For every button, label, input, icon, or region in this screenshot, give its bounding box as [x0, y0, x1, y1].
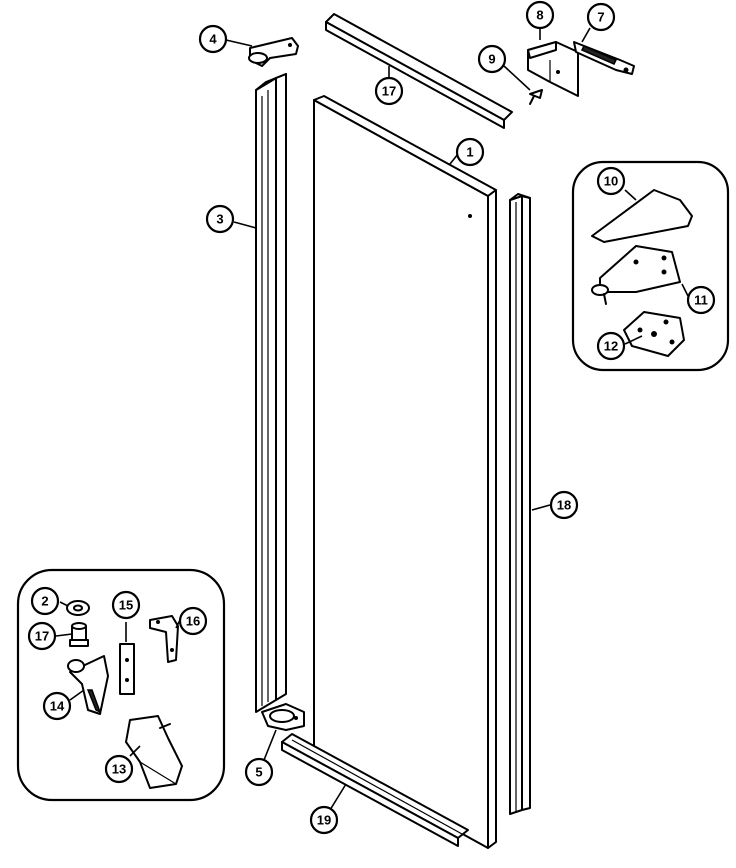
callout-14: 14	[42, 691, 72, 721]
cam-plate	[591, 245, 681, 305]
svg-text:2: 2	[41, 594, 48, 609]
svg-text:10: 10	[604, 174, 618, 189]
washer	[66, 600, 90, 616]
top-trim-strip	[325, 13, 513, 129]
hinge-cover	[149, 615, 179, 663]
right-trim-strip	[509, 193, 531, 815]
svg-text:4: 4	[209, 32, 217, 47]
callout-1: 1	[455, 137, 485, 167]
svg-text:1: 1	[466, 145, 473, 160]
callout-5: 5	[244, 757, 274, 787]
svg-text:5: 5	[255, 765, 262, 780]
callout-17-inset: 17	[27, 621, 57, 651]
svg-text:13: 13	[112, 762, 126, 777]
callout-15: 15	[111, 590, 141, 620]
callout-4: 4	[198, 24, 228, 54]
svg-text:7: 7	[597, 10, 604, 25]
base-plate	[623, 311, 685, 357]
svg-text:9: 9	[488, 52, 495, 67]
svg-text:16: 16	[186, 614, 200, 629]
callout-3: 3	[205, 204, 235, 234]
hinge-pin	[69, 622, 89, 647]
svg-text:8: 8	[536, 8, 543, 23]
callout-7: 7	[586, 2, 616, 32]
svg-text:17: 17	[382, 84, 396, 99]
svg-text:17: 17	[35, 629, 49, 644]
svg-text:19: 19	[317, 813, 331, 828]
hinge-parts-inset	[16, 568, 226, 802]
svg-text:15: 15	[119, 598, 133, 613]
hinge-block	[125, 715, 183, 789]
svg-text:12: 12	[604, 339, 618, 354]
svg-text:18: 18	[557, 498, 571, 513]
shim-plate	[119, 643, 135, 695]
callout-17-top: 17	[374, 76, 404, 106]
callout-8: 8	[525, 0, 555, 30]
screw	[529, 89, 543, 105]
callout-9: 9	[477, 44, 507, 74]
callout-19: 19	[309, 805, 339, 835]
svg-text:3: 3	[216, 212, 223, 227]
cam-parts-inset	[571, 160, 730, 372]
cam	[591, 189, 693, 243]
callout-18: 18	[549, 490, 579, 520]
handle-bracket	[527, 41, 579, 97]
callout-11: 11	[686, 285, 716, 315]
callout-12: 12	[596, 331, 626, 361]
callout-13: 13	[104, 754, 134, 784]
left-trim-strip	[255, 73, 287, 713]
callout-2: 2	[30, 586, 60, 616]
svg-text:11: 11	[694, 293, 708, 308]
bottom-hinge	[261, 703, 305, 731]
svg-text:14: 14	[50, 699, 65, 714]
lower-hinge-bracket	[67, 655, 109, 715]
door-panel	[313, 95, 497, 849]
callout-10: 10	[596, 166, 626, 196]
callout-leaders	[55, 24, 689, 811]
callout-16: 16	[178, 606, 208, 636]
top-hinge	[248, 37, 299, 67]
handle-part	[573, 41, 635, 75]
bottom-trim-strip	[281, 733, 469, 847]
